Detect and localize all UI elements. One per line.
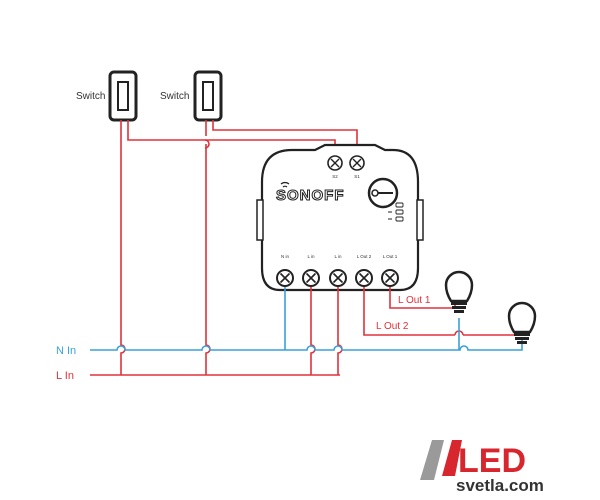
switch-feed-wires xyxy=(120,120,211,375)
bottom-terminals xyxy=(276,269,399,287)
switch-1-label: Switch xyxy=(76,91,105,102)
bulb-2-icon xyxy=(507,301,537,344)
terminal-s2 xyxy=(327,155,343,171)
wire-l-in-2-to-live xyxy=(337,287,343,375)
wifi-icon xyxy=(280,181,290,188)
power-button-icon xyxy=(367,177,399,209)
terminal-labels: N in L in L in L Out 2 L Out 1 xyxy=(281,254,398,259)
terminal-n-in xyxy=(276,269,294,287)
wire-l-out-2-to-bulb-2 xyxy=(463,318,516,336)
terminal-l-in-2 xyxy=(329,269,347,287)
terminal-l-out-2 xyxy=(355,269,373,287)
terminal-s2-label: S2 xyxy=(332,174,338,179)
neutral-line xyxy=(90,340,523,351)
switch-2: Switch xyxy=(160,70,223,122)
l-out-2-label: L Out 2 xyxy=(376,321,409,332)
terminal-label-l-in-1: L in xyxy=(307,254,315,259)
terminal-s1-label: S1 xyxy=(354,174,360,179)
wire-l-out-2 xyxy=(363,287,455,336)
terminal-label-n-in: N in xyxy=(281,254,289,259)
bulb-1-icon xyxy=(444,270,474,313)
switch-1: Switch xyxy=(76,70,138,122)
terminal-s1 xyxy=(349,155,365,171)
terminal-label-l-out-2: L Out 2 xyxy=(357,254,372,259)
l-out-1-label: L Out 1 xyxy=(398,295,431,306)
terminal-l-out-1 xyxy=(381,269,399,287)
module-brand: SONOFF xyxy=(276,187,345,204)
logo-gray-slash xyxy=(420,440,444,480)
ledsvetla-logo: LED svetla.com xyxy=(420,440,544,495)
switch-2-rocker xyxy=(202,81,214,111)
terminal-label-l-out-1: L Out 1 xyxy=(383,254,398,259)
sonoff-module: S2 S1 SONOFF N in L in L in L Out 2 L Ou xyxy=(256,143,424,292)
wire-switch1-feed xyxy=(120,120,126,375)
wire-switch2-feed xyxy=(205,144,211,375)
module-side-tab-left xyxy=(256,199,264,241)
status-indicators xyxy=(388,202,404,222)
neutral-label: N In xyxy=(56,345,76,357)
module-side-tab-right xyxy=(416,199,424,241)
logo-red-slash xyxy=(442,440,462,476)
terminal-l-in-1 xyxy=(302,269,320,287)
wire-switch1-to-s2-a xyxy=(127,120,205,141)
logo-sub-text: svetla.com xyxy=(456,476,544,495)
supply-lines xyxy=(90,318,523,376)
wire-l-in-1-to-live xyxy=(310,287,316,375)
switch-2-label: Switch xyxy=(160,91,189,102)
switch-1-rocker xyxy=(117,81,129,111)
logo-main-text: LED xyxy=(458,442,526,480)
terminal-label-l-in-2: L in xyxy=(334,254,342,259)
live-label: L In xyxy=(56,370,74,382)
